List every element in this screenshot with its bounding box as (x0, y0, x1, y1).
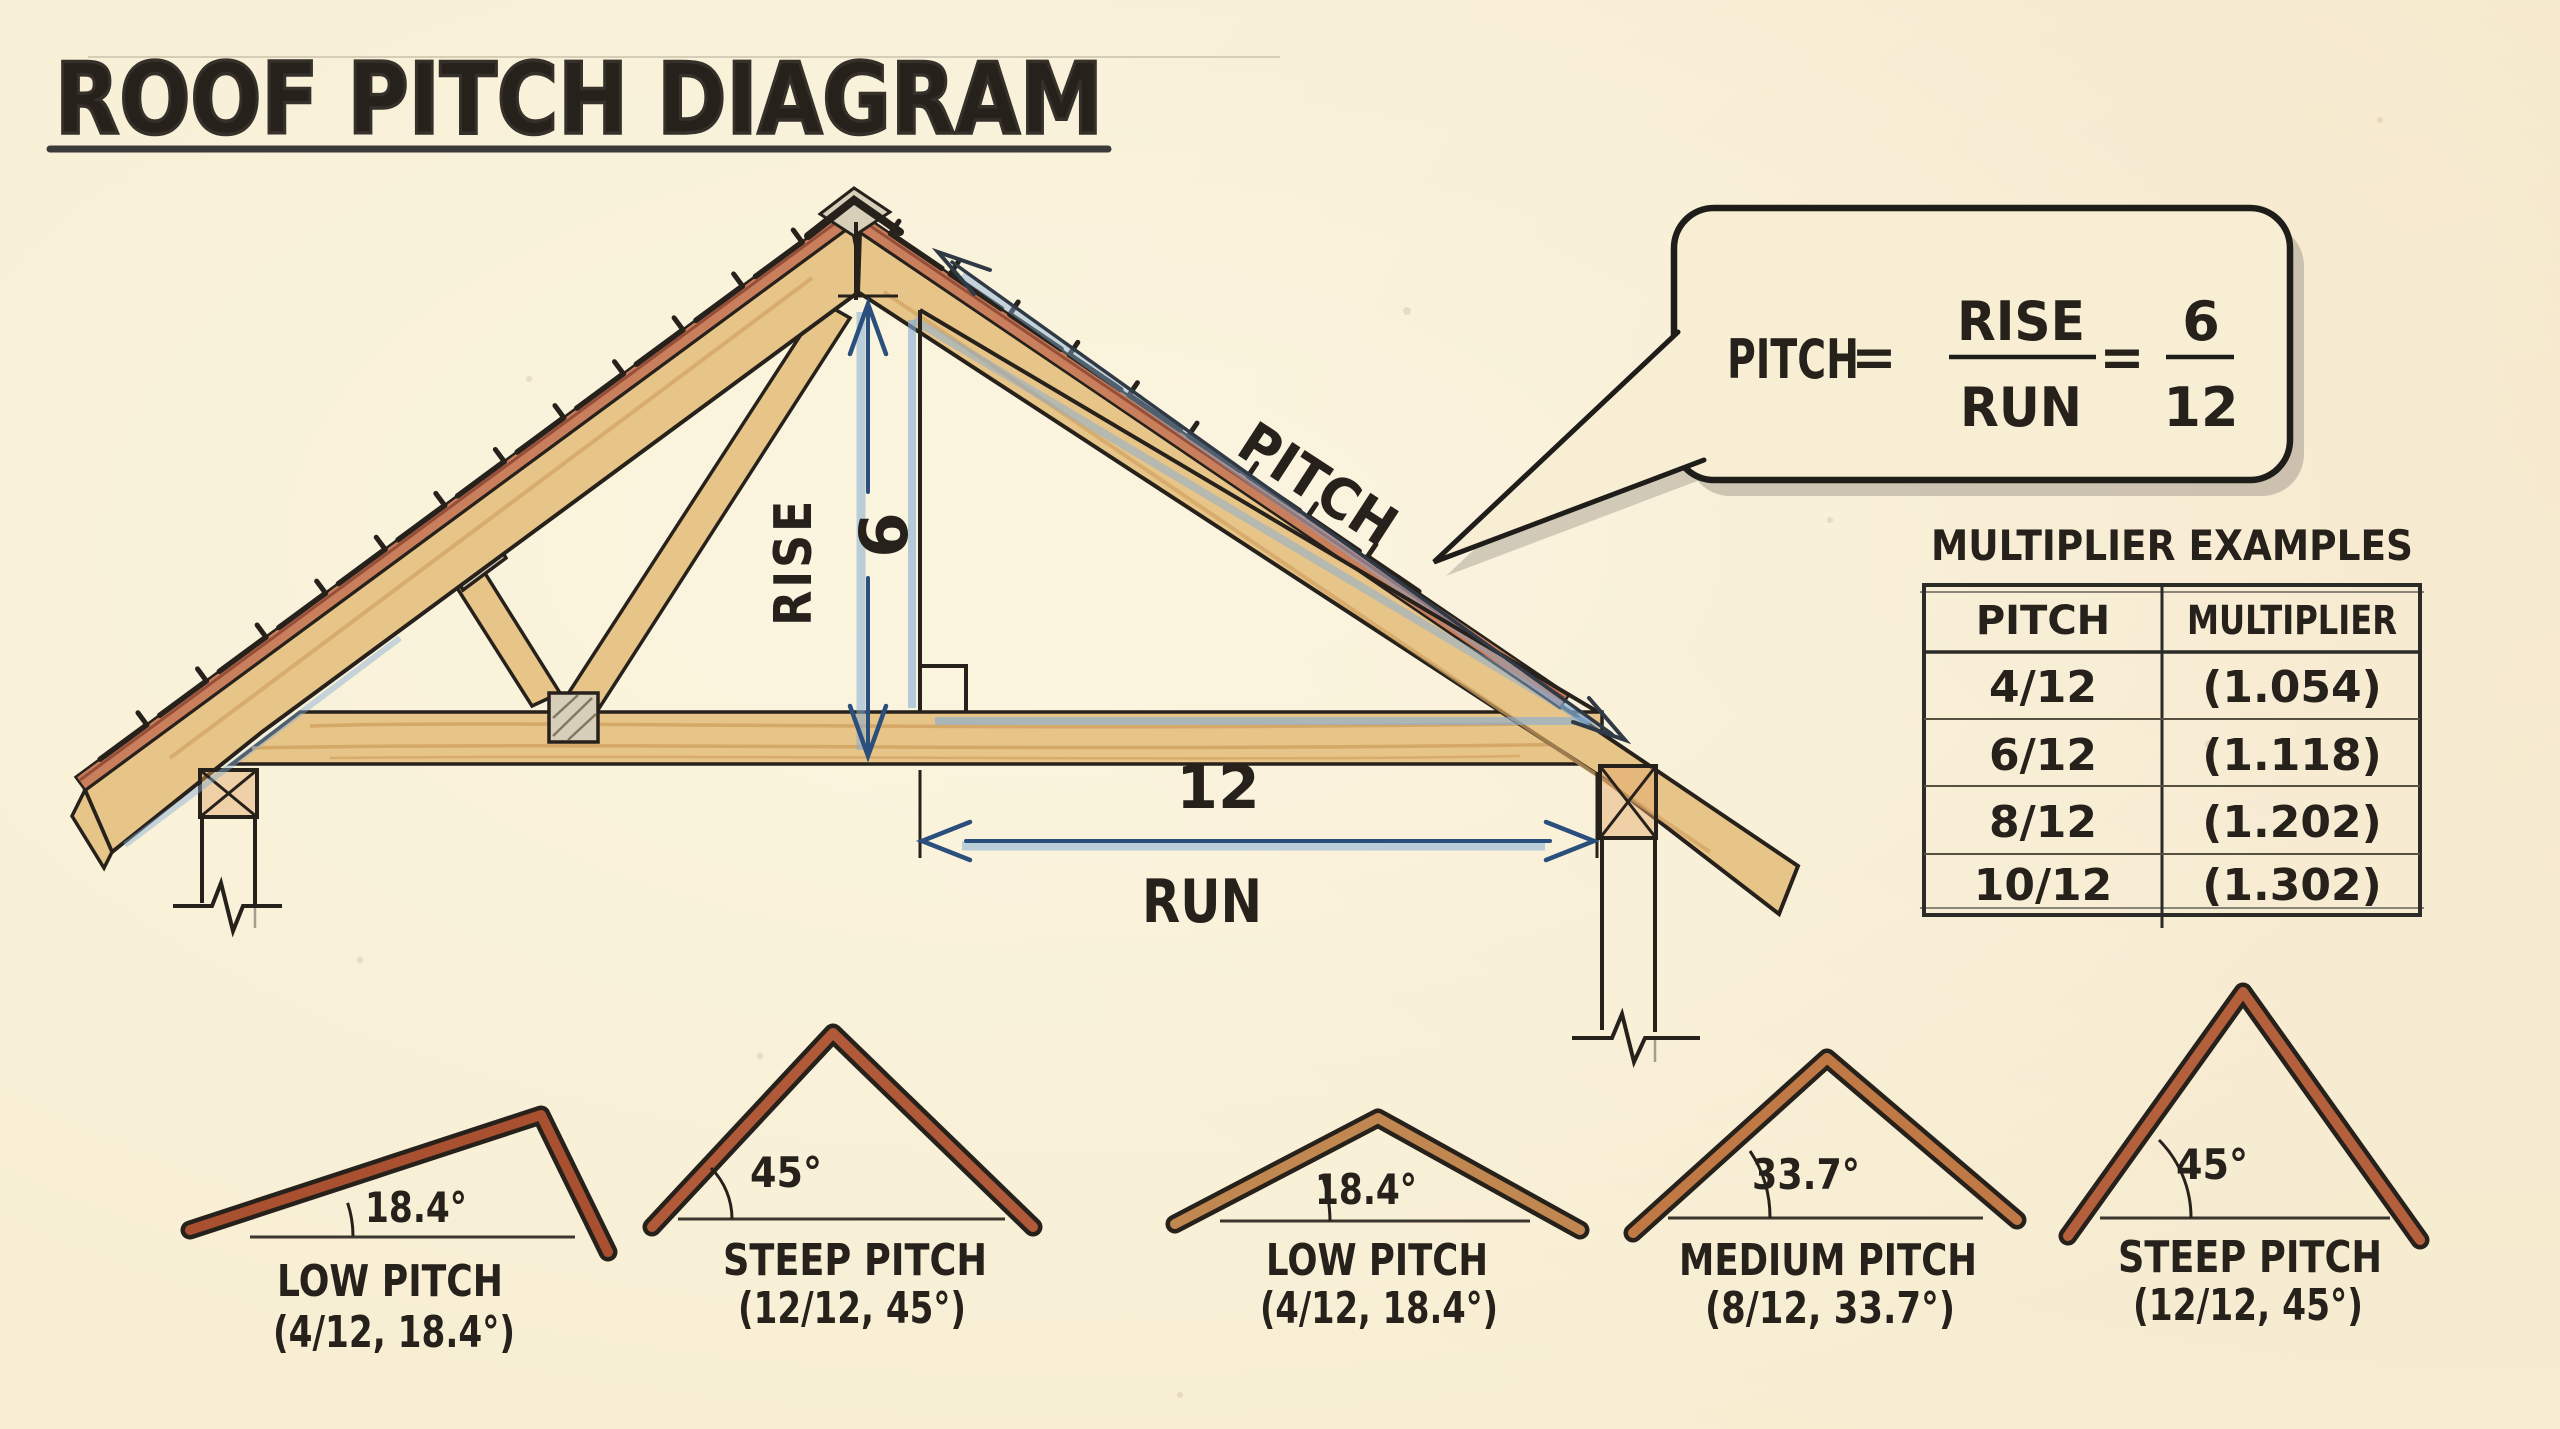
formula-lhs: PITCH (1727, 328, 1859, 391)
multiplier-table: MULTIPLIER EXAMPLES PITCH MULTIPLIER 4/1… (1920, 521, 2424, 928)
rise-value-label: 6 (846, 512, 923, 558)
example-detail-1: (4/12, 18.4°) (273, 1307, 515, 1358)
table-row: 4/12 (1.054) (1989, 662, 2382, 713)
left-wall (173, 768, 282, 938)
left-rafter-grain (168, 276, 814, 760)
table-header-multiplier: MULTIPLIER (2187, 598, 2397, 644)
angle-label-1: 18.4° (365, 1183, 467, 1232)
formula-denominator: RUN (1960, 376, 2082, 439)
table-cell-mult-1: (1.118) (2202, 730, 2381, 781)
table-cell-mult-2: (1.202) (2202, 797, 2381, 848)
angle-label-5: 45° (2176, 1140, 2248, 1189)
table-cell-pitch-0: 4/12 (1989, 662, 2097, 713)
pitch-example-3: 18.4° LOW PITCH (4/12, 18.4°) (1165, 1108, 1590, 1334)
rise-arrowhead-bottom (847, 703, 889, 763)
table-cell-mult-3: (1.302) (2202, 860, 2381, 911)
pitch-example-2: 45° STEEP PITCH (12/12, 45°) (642, 1023, 1043, 1334)
left-shingle-band (73, 210, 854, 792)
angle-arc-5 (2157, 1138, 2193, 1219)
pitch-arrowhead-top (931, 247, 992, 296)
formula-num2: 6 (2182, 290, 2220, 353)
pitch-example-1: 18.4° LOW PITCH (4/12, 18.4°) (180, 1105, 618, 1358)
example-name-3: LOW PITCH (1266, 1235, 1488, 1286)
pitch-example-5: 45° STEEP PITCH (12/12, 45°) (2058, 982, 2430, 1331)
pencil-echoes (123, 272, 1601, 851)
run-word-label: RUN (1142, 867, 1262, 937)
roof-shape-1 (185, 1110, 613, 1257)
table-row: 10/12 (1.302) (1974, 860, 2382, 911)
ridge-cap (804, 186, 904, 300)
roof-shape-2 (647, 1028, 1038, 1232)
truss-drawing: RISE 6 12 RUN PITCH (69, 186, 1801, 1069)
angle-arc-4 (1748, 1150, 1772, 1219)
table-row: 6/12 (1.118) (1989, 730, 2382, 781)
page-title: ROOF PITCH DIAGRAM (55, 43, 1103, 157)
rise-word-label: RISE (764, 498, 824, 626)
example-name-2: STEEP PITCH (723, 1235, 987, 1286)
dimension-arrows (847, 297, 1601, 863)
right-break-line (1572, 1007, 1700, 1069)
angle-arc-1 (346, 1202, 355, 1237)
formula-numerator: RISE (1957, 290, 2085, 353)
table-row: 8/12 (1.202) (1989, 797, 2382, 848)
pitch-slope-arrow (931, 247, 1632, 745)
right-rafter (855, 228, 1801, 918)
formula-bubble: PITCH = RISE RUN = 6 12 (1432, 204, 2304, 576)
run-value-label: 12 (1176, 753, 1260, 823)
roof-shape-4 (1628, 1053, 2022, 1238)
left-break-line (173, 876, 282, 938)
pitch-arrowhead-bottom (1571, 696, 1632, 745)
left-fascia (69, 785, 114, 872)
example-detail-2: (12/12, 45°) (738, 1283, 966, 1334)
left-shingle-line (79, 214, 846, 782)
right-shingle-line (865, 221, 1565, 700)
table-header-pitch: PITCH (1976, 598, 2110, 644)
angle-arc-3 (1320, 1173, 1332, 1222)
multiplier-table-title: MULTIPLIER EXAMPLES (1931, 521, 2413, 570)
roof-shape-5 (2063, 987, 2425, 1245)
example-name-4: MEDIUM PITCH (1679, 1235, 1977, 1286)
example-detail-5: (12/12, 45°) (2133, 1280, 2363, 1331)
angle-arc-2 (709, 1166, 734, 1220)
formula-eq1: = (1851, 326, 1896, 389)
formula-eq2: = (2099, 326, 2144, 389)
table-cell-pitch-1: 6/12 (1989, 730, 2097, 781)
rafters (69, 221, 1801, 918)
right-wall (1572, 764, 1700, 1069)
run-arrowhead-right (1543, 819, 1601, 863)
example-detail-3: (4/12, 18.4°) (1260, 1283, 1498, 1334)
roof-shape-3 (1170, 1113, 1585, 1235)
run-arrowhead-left (915, 819, 973, 863)
pitch-example-4: 33.7° MEDIUM PITCH (8/12, 33.7°) (1623, 1048, 2027, 1334)
example-name-5: STEEP PITCH (2118, 1232, 2382, 1283)
right-angle-marker (920, 664, 968, 712)
shingle-strips-left (97, 227, 805, 762)
paper-specks (357, 117, 2383, 1398)
angle-label-4: 33.7° (1752, 1150, 1860, 1199)
table-cell-pitch-2: 8/12 (1989, 797, 2097, 848)
example-detail-4: (8/12, 33.7°) (1705, 1283, 1955, 1334)
table-cell-mult-0: (1.054) (2202, 662, 2381, 713)
table-cell-pitch-3: 10/12 (1974, 860, 2113, 911)
angle-label-3: 18.4° (1315, 1165, 1417, 1214)
example-name-1: LOW PITCH (277, 1256, 503, 1307)
bubble-tail (1434, 332, 1704, 562)
formula-den2: 12 (2163, 376, 2238, 439)
table-border (1922, 583, 2422, 917)
angle-label-2: 45° (750, 1148, 822, 1197)
rise-arrowhead-top (847, 297, 889, 357)
